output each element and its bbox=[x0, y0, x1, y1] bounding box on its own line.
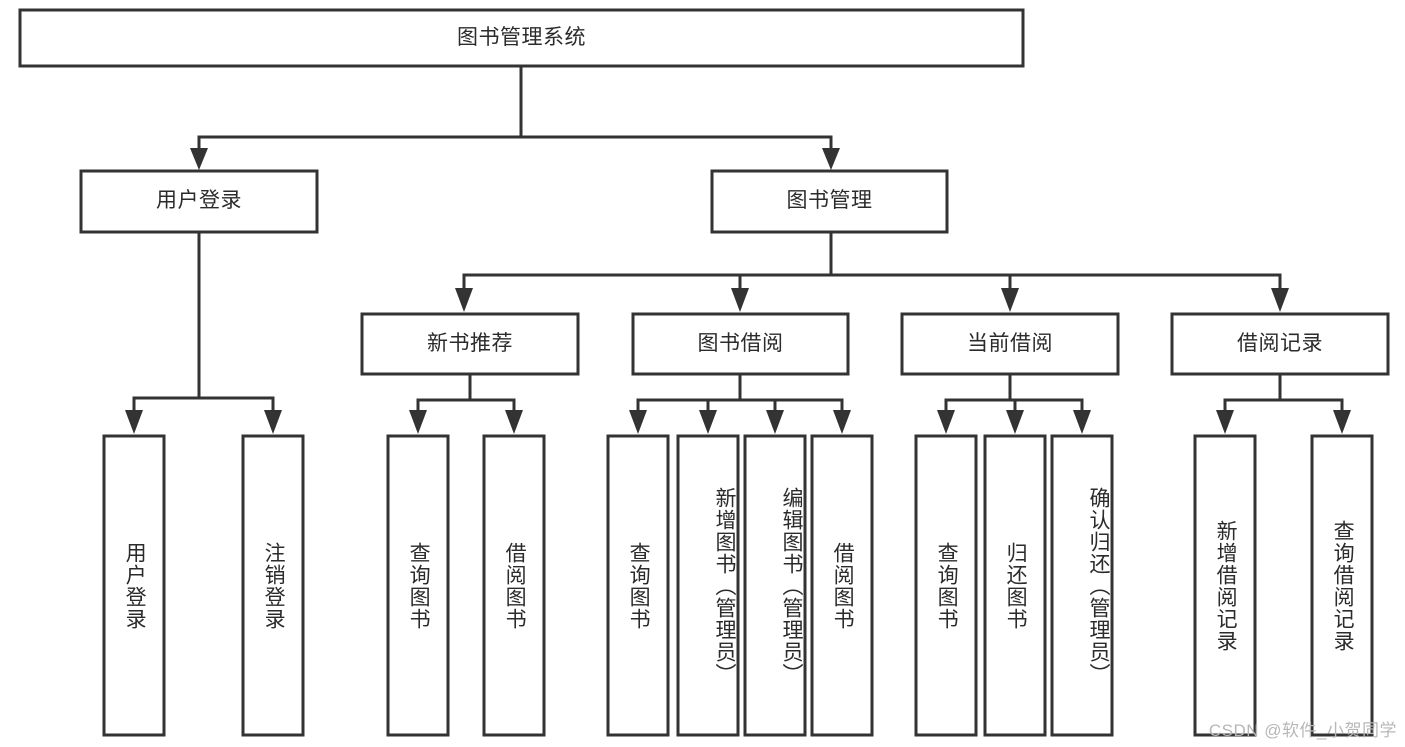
arrow-to-leaf-query-record bbox=[1333, 410, 1351, 434]
watermark-text: CSDN @软件_小贺同学 bbox=[1208, 721, 1397, 740]
arrow-to-leaf-query-book-current bbox=[937, 410, 955, 434]
connectors-recommend-to-leaves bbox=[409, 372, 523, 434]
arrow-to-leaf-query-book-borrow bbox=[629, 410, 647, 434]
arrow-to-book-manage bbox=[822, 148, 840, 170]
arrow-to-leaf-confirm-return bbox=[1073, 410, 1091, 434]
connectors-currentborrow-to-leaves bbox=[937, 372, 1091, 434]
box-root[interactable] bbox=[18, 8, 1025, 68]
box-leaf-query-book-current[interactable] bbox=[914, 434, 978, 737]
box-leaf-logout[interactable] bbox=[241, 434, 305, 737]
box-leaf-query-record[interactable] bbox=[1310, 434, 1374, 737]
arrow-to-leaf-return-book bbox=[1006, 410, 1024, 434]
box-leaf-query-book-recommend[interactable] bbox=[386, 434, 450, 737]
box-new-book-recommend[interactable] bbox=[360, 312, 580, 376]
box-book-manage[interactable] bbox=[710, 169, 949, 234]
box-leaf-edit-book[interactable] bbox=[743, 434, 807, 737]
box-leaf-add-record[interactable] bbox=[1193, 434, 1257, 737]
connectors-borrowrecord-to-leaves bbox=[1216, 372, 1351, 434]
connectors-bookmanage-to-level3 bbox=[455, 230, 1289, 312]
box-leaf-return-book[interactable] bbox=[983, 434, 1047, 737]
arrow-to-borrow-record bbox=[1271, 288, 1289, 312]
connectors-root-to-level2 bbox=[190, 64, 840, 170]
box-leaf-query-book-borrow[interactable] bbox=[606, 434, 670, 737]
box-leaf-add-book[interactable] bbox=[676, 434, 740, 737]
node-boxes bbox=[18, 8, 1390, 737]
connectors-bookborrow-to-leaves bbox=[629, 372, 851, 434]
connectors-userlogin-to-leaves bbox=[125, 230, 282, 434]
box-user-login[interactable] bbox=[79, 169, 319, 234]
box-borrow-record[interactable] bbox=[1170, 312, 1390, 376]
arrow-to-leaf-edit-book bbox=[766, 410, 784, 434]
box-leaf-user-login[interactable] bbox=[102, 434, 166, 737]
arrow-to-current-borrow bbox=[1001, 288, 1019, 312]
arrow-to-user-login bbox=[190, 148, 208, 170]
arrow-to-leaf-add-book bbox=[699, 410, 717, 434]
arrow-to-leaf-borrow-book-recommend bbox=[505, 410, 523, 434]
arrow-to-leaf-user-login bbox=[125, 410, 143, 434]
box-leaf-borrow-book-recommend[interactable] bbox=[482, 434, 546, 737]
arrow-to-leaf-borrow-book bbox=[833, 410, 851, 434]
arrow-to-book-borrow bbox=[731, 288, 749, 312]
box-leaf-confirm-return[interactable] bbox=[1050, 434, 1114, 737]
box-current-borrow[interactable] bbox=[900, 312, 1120, 376]
arrow-to-leaf-add-record bbox=[1216, 410, 1234, 434]
box-book-borrow[interactable] bbox=[631, 312, 850, 376]
arrow-to-leaf-query-book-recommend bbox=[409, 410, 427, 434]
arrow-to-leaf-logout bbox=[264, 410, 282, 434]
arrow-to-new-book-recommend bbox=[455, 288, 473, 312]
box-leaf-borrow-book[interactable] bbox=[810, 434, 874, 737]
